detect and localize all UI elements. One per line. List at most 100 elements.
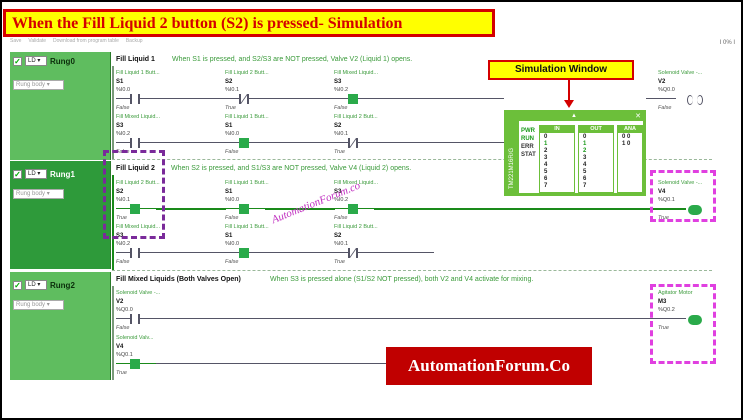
output-1: 1 xyxy=(583,141,587,147)
contact-comment: Fill Mixed Liquid... xyxy=(334,180,379,186)
rung0-bottom-rule xyxy=(112,159,712,160)
contact-state: True xyxy=(334,259,345,265)
simulation-titlebar[interactable]: ▲ ✕ xyxy=(507,113,643,121)
rung1-name: Rung1 xyxy=(50,169,75,179)
contact-comment: Fill Liquid 1 Butt... xyxy=(225,114,269,120)
rung2-coil-m3[interactable]: Agitator Motor M3 %Q0.2 True xyxy=(658,290,718,334)
no-contact-icon xyxy=(116,314,156,324)
plc-model: TM221M16R/G xyxy=(509,147,515,189)
no-contact-icon xyxy=(116,359,156,369)
rung0-side-panel: ✓ LD ▾ Rung0 Rung body ▾ xyxy=(10,52,111,160)
simulation-window-label: Simulation Window xyxy=(488,60,634,80)
rung1-coil-v4[interactable]: Solenoid Valve -... V4 %Q0.1 True xyxy=(658,180,718,224)
rung0-contact-s3[interactable]: Fill Mixed Liquid... S3 %I0.2 False xyxy=(334,70,429,114)
contact-state: False xyxy=(334,215,348,221)
analog-header: ANA xyxy=(618,126,642,133)
rung2-body-select[interactable]: Rung body ▾ xyxy=(13,300,64,310)
coil-name: M3 xyxy=(658,299,667,305)
no-contact-icon xyxy=(116,138,156,148)
contact-comment: Solenoid Valv... xyxy=(116,335,154,341)
rung1-left-rail xyxy=(112,175,114,270)
contact-state: False xyxy=(116,105,130,111)
rung1-body-select[interactable]: Rung body ▾ xyxy=(13,189,64,199)
contact-address: %I0.2 xyxy=(334,197,349,203)
input-5[interactable]: 5 xyxy=(544,169,548,175)
input-4[interactable]: 4 xyxy=(544,162,548,168)
rung0-comment: When S1 is pressed, and S2/S3 are NOT pr… xyxy=(172,56,413,63)
input-0[interactable]: 0 xyxy=(544,134,548,140)
contact-address: %I0.1 xyxy=(225,87,240,93)
input-6[interactable]: 6 xyxy=(544,176,548,182)
contact-name: S3 xyxy=(116,123,124,129)
simulation-window[interactable]: ▲ ✕ TM221M16R/G PWR RUN ERR STAT IN 0 1 … xyxy=(504,110,646,196)
wire-energized xyxy=(265,208,335,210)
toolbar-validate[interactable]: Validate xyxy=(28,38,47,44)
rung2-contact-v4[interactable]: Solenoid Valv... V4 %Q0.1 True xyxy=(116,335,211,379)
contact-address: %I0.2 xyxy=(116,131,131,137)
rung0-language-select[interactable]: LD ▾ xyxy=(25,56,47,66)
rung0-contact-s1-row2[interactable]: Fill Liquid 1 Butt... S1 %I0.0 False xyxy=(225,114,320,158)
nc-contact-icon xyxy=(334,94,374,104)
rung1-contact-s3[interactable]: Fill Mixed Liquid... S3 %I0.2 False xyxy=(334,180,429,224)
input-2[interactable]: 2 xyxy=(544,148,548,154)
contact-address: %I0.1 xyxy=(334,241,349,247)
contact-address: %I0.0 xyxy=(225,197,240,203)
status-run: RUN xyxy=(521,136,534,142)
contact-name: S1 xyxy=(225,123,233,129)
close-icon[interactable]: ✕ xyxy=(635,113,641,120)
contact-address: %Q0.1 xyxy=(116,352,133,358)
input-7[interactable]: 7 xyxy=(544,183,548,189)
rung2-contact-v2[interactable]: Solenoid Valve -... V2 %Q0.0 False xyxy=(116,290,211,334)
coil-comment: Solenoid Valve -... xyxy=(658,180,703,186)
analog-1[interactable]: 1 0 xyxy=(622,141,631,147)
contact-address: %I0.0 xyxy=(225,241,240,247)
rung0-contact-s1[interactable]: Fill Liquid 1 Butt... S1 %I0.0 False xyxy=(116,70,211,114)
rung1-enable-checkbox[interactable]: ✓ xyxy=(13,169,22,179)
rung0-body-select[interactable]: Rung body ▾ xyxy=(13,80,64,90)
toolbar-save[interactable]: Save xyxy=(10,38,22,44)
wire xyxy=(265,252,335,253)
rung0-body-label: Rung body xyxy=(16,82,46,88)
m3-highlight-box xyxy=(650,284,716,364)
rung1-language-select[interactable]: LD ▾ xyxy=(25,169,47,179)
rung1-side-panel: ✓ LD ▾ Rung1 Rung body ▾ xyxy=(10,161,111,269)
output-3: 3 xyxy=(583,155,587,161)
rung0-language-value: LD xyxy=(28,58,36,64)
wire xyxy=(646,98,676,99)
rung1-contact-s2-row2[interactable]: Fill Liquid 2 Butt... S2 %I0.1 True xyxy=(334,224,429,268)
input-1[interactable]: 1 xyxy=(544,141,548,147)
nc-contact-icon xyxy=(225,138,265,148)
analog-column: ANA 0 0 1 0 xyxy=(617,125,643,193)
contact-name: S2 xyxy=(334,123,342,129)
v4-highlight-box xyxy=(650,170,716,222)
contact-name: S2 xyxy=(334,233,342,239)
toolbar-download[interactable]: Download from program table xyxy=(53,38,119,44)
contact-comment: Fill Liquid 1 Butt... xyxy=(225,224,269,230)
rung0-enable-checkbox[interactable]: ✓ xyxy=(13,56,22,66)
coil-icon xyxy=(687,205,703,215)
toolbar-backup[interactable]: Backup xyxy=(125,38,143,44)
wire xyxy=(156,98,226,99)
collapse-icon[interactable]: ▲ xyxy=(571,113,577,119)
rung0-contact-s2-row2[interactable]: Fill Liquid 2 Butt... S2 %I0.1 True xyxy=(334,114,429,158)
rung0-coil-v2[interactable]: Solenoid Valve -... V2 %Q0.0 False xyxy=(658,70,718,114)
rung1-contact-s1[interactable]: Fill Liquid 1 Butt... S1 %I0.0 False xyxy=(225,180,320,224)
rung1-contact-s1-row2[interactable]: Fill Liquid 1 Butt... S1 %I0.0 False xyxy=(225,224,320,268)
toolbar-strip: Save Validate Download from program tabl… xyxy=(10,38,143,44)
rung2-side-panel: ✓ LD ▾ Rung2 Rung body ▾ xyxy=(10,272,111,380)
contact-address: %I0.1 xyxy=(334,131,349,137)
rung2-language-select[interactable]: LD ▾ xyxy=(25,280,47,290)
rung1-contact-s2[interactable]: Fill Liquid 2 Butt... S2 %I0.1 True xyxy=(116,180,211,224)
input-3[interactable]: 3 xyxy=(544,155,548,161)
wire xyxy=(374,252,434,253)
contact-state: False xyxy=(225,215,239,221)
output-2: 2 xyxy=(583,148,587,154)
nc-contact-icon xyxy=(225,94,265,104)
contact-comment: Fill Mixed Liquid... xyxy=(116,224,161,230)
rung2-enable-checkbox[interactable]: ✓ xyxy=(13,280,22,290)
analog-0[interactable]: 0 0 xyxy=(622,134,631,140)
arrow-head-icon xyxy=(564,100,574,108)
status-err: ERR xyxy=(521,144,534,150)
rung0-contact-s2[interactable]: Fill Liquid 2 Butt... S2 %I0.1 True xyxy=(225,70,320,114)
rung1-body-label: Rung body xyxy=(16,191,46,197)
